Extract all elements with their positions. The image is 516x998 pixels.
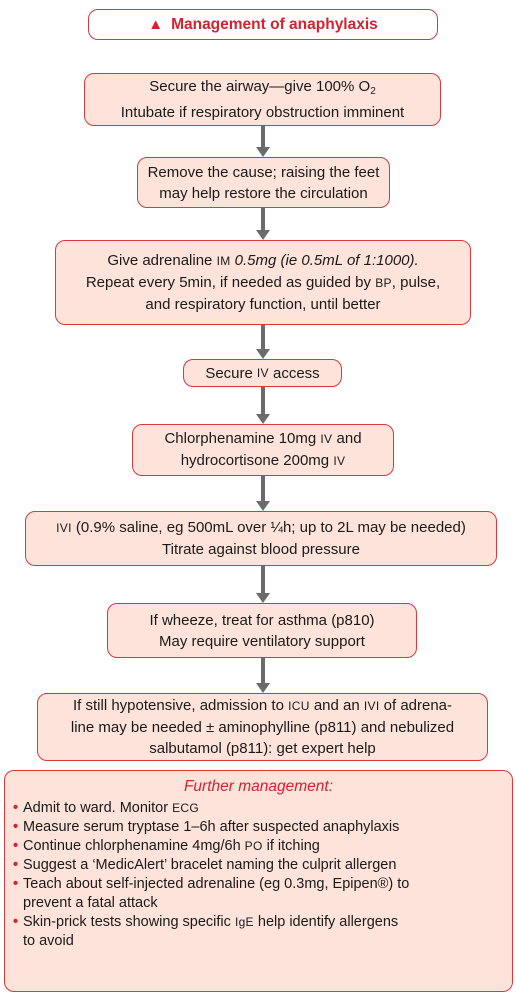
hydrocortisone-text: hydrocortisone 200mg: [180, 452, 334, 469]
wheeze-line-2: May require ventilatory support: [159, 632, 365, 650]
chlorphenamine-line-1: Chlorphenamine 10mg IV and: [164, 428, 361, 450]
ivi-line-1: IVI (0.9% saline, eg 500mL over ¼h; up t…: [56, 517, 466, 539]
step-chlorphenamine-hydrocortisone: Chlorphenamine 10mg IV and hydrocortison…: [132, 424, 394, 476]
warning-triangle-icon: ▲: [148, 16, 164, 33]
oxygen-subscript: 2: [370, 86, 376, 97]
step-wheeze-asthma: If wheeze, treat for asthma (p810) May r…: [107, 603, 417, 658]
iv-access-text-c: access: [268, 364, 320, 382]
adrenaline-line-3: and respiratory function, until better: [145, 296, 381, 313]
iv-access-text-a: Secure: [205, 364, 253, 382]
step-ivi-saline: IVI (0.9% saline, eg 500mL over ¼h; up t…: [25, 511, 497, 566]
hypotensive-line-1: If still hypotensive, admission to ICU a…: [73, 695, 452, 717]
page-title: ▲ Management of anaphylaxis: [88, 9, 438, 40]
bullet-admit-ward: •Admit to ward. Monitor ECG: [13, 799, 504, 818]
chlorphenamine-text-1c: and: [332, 430, 362, 447]
flow-arrow-1: [256, 126, 270, 157]
abbr-ivi-2: IVI: [363, 699, 380, 713]
adrenaline-line-2: Repeat every 5min, if needed as guided b…: [86, 272, 440, 294]
route-im: IM: [216, 254, 231, 268]
bullet-1-text: Admit to ward. Monitor: [23, 800, 173, 816]
hypotensive-line-2: line may be needed ± aminophylline (p811…: [70, 719, 455, 736]
adrenaline-dose: 0.5mg (ie 0.5mL of 1:1000).: [230, 252, 419, 269]
adrenaline-text-1a: Give adrenaline: [107, 252, 217, 269]
flow-arrow-3: [256, 325, 270, 359]
flow-arrow-7: [256, 658, 270, 693]
step-secure-airway: Secure the airway—give 100% O2 Intubate …: [84, 73, 441, 126]
adrenaline-text-2c: , pulse,: [391, 274, 441, 291]
hypotensive-text-1c: and an: [309, 697, 364, 714]
ivi-text-1b: (0.9% saline, eg 500mL over ¼h; up to 2L…: [71, 519, 466, 536]
adrenaline-line-1: Give adrenaline IM 0.5mg (ie 0.5mL of 1:…: [107, 250, 418, 272]
abbr-ige: IgE: [234, 915, 254, 929]
chlorphenamine-text-1a: Chlorphenamine 10mg: [164, 430, 321, 447]
further-management-box: Further management: •Admit to ward. Moni…: [4, 770, 513, 992]
bullet-medicalert: •Suggest a ‘MedicAlert’ bracelet naming …: [13, 856, 504, 875]
bullet-6-text-c: help identify allergens: [253, 914, 399, 930]
bullet-6-line-1: Skin-prick tests showing specific IgE he…: [23, 913, 504, 932]
title-text: Management of anaphylaxis: [171, 16, 378, 33]
bullet-dot: •: [13, 876, 19, 892]
abbr-iv-2: IV: [333, 454, 346, 468]
bullet-dot: •: [13, 857, 19, 873]
wheeze-line-1: If wheeze, treat for asthma (p810): [149, 611, 375, 629]
chlorphenamine-line-2: hydrocortisone 200mg IV: [181, 450, 346, 472]
further-management-heading: Further management:: [183, 778, 334, 795]
abbr-po: PO: [244, 839, 263, 853]
hypotensive-text-1e: of adrena-: [379, 697, 453, 714]
abbr-iv: IV: [256, 365, 269, 380]
bullet-dot: •: [13, 914, 19, 930]
bullet-6-text-a: Skin-prick tests showing specific: [23, 914, 235, 930]
bullet-6-line-2: to avoid: [23, 933, 74, 949]
bullet-dot: •: [13, 819, 19, 835]
ivi-line-2: Titrate against blood pressure: [162, 541, 360, 558]
bullet-chlorphenamine: •Continue chlorphenamine 4mg/6h PO if it…: [13, 837, 504, 856]
remove-cause-line-2: may help restore the circulation: [159, 184, 368, 202]
remove-cause-line-1: Remove the cause; raising the feet: [147, 163, 380, 181]
flow-arrow-2: [256, 208, 270, 240]
bullet-dot: •: [13, 838, 19, 854]
bullet-self-injected-adrenaline: •Teach about self-injected adrenaline (e…: [13, 875, 504, 913]
abbr-icu: ICU: [288, 699, 310, 713]
bullet-tryptase: •Measure serum tryptase 1–6h after suspe…: [13, 818, 504, 837]
bullet-2-text: Measure serum tryptase 1–6h after suspec…: [23, 819, 400, 835]
abbr-ecg: ECG: [172, 801, 199, 815]
abbr-ivi: IVI: [56, 521, 72, 535]
bullet-3-text-c: if itching: [262, 838, 320, 854]
step-secure-iv-access: Secure IV access: [183, 359, 342, 387]
bullet-5-line-1: Teach about self-injected adrenaline (eg…: [23, 876, 410, 892]
bullet-3-text-a: Continue chlorphenamine 4mg/6h: [23, 838, 245, 854]
bullet-skin-prick-tests: •Skin-prick tests showing specific IgE h…: [13, 913, 504, 951]
abbr-iv-1: IV: [320, 432, 333, 446]
adrenaline-text-2a: Repeat every 5min, if needed as guided b…: [85, 274, 376, 291]
bullet-4-text: Suggest a ‘MedicAlert’ bracelet naming t…: [23, 857, 397, 873]
airway-line-2: Intubate if respiratory obstruction immi…: [120, 104, 405, 121]
abbr-bp: BP: [375, 276, 392, 290]
bullet-dot: •: [13, 800, 19, 816]
hypotensive-line-3: salbutamol (p811): get expert help: [149, 740, 376, 757]
hypotensive-text-1a: If still hypotensive, admission to: [72, 697, 289, 714]
flow-arrow-6: [256, 566, 270, 603]
bullet-5-line-2: prevent a fatal attack: [23, 895, 158, 911]
airway-line-1: Secure the airway—give 100% O2: [149, 76, 376, 102]
airway-text-1: Secure the airway—give 100% O: [149, 78, 371, 95]
step-still-hypotensive: If still hypotensive, admission to ICU a…: [37, 693, 488, 761]
flow-arrow-5: [256, 476, 270, 511]
step-remove-cause: Remove the cause; raising the feet may h…: [137, 157, 390, 208]
step-give-adrenaline: Give adrenaline IM 0.5mg (ie 0.5mL of 1:…: [55, 240, 471, 325]
flow-arrow-4: [256, 387, 270, 424]
